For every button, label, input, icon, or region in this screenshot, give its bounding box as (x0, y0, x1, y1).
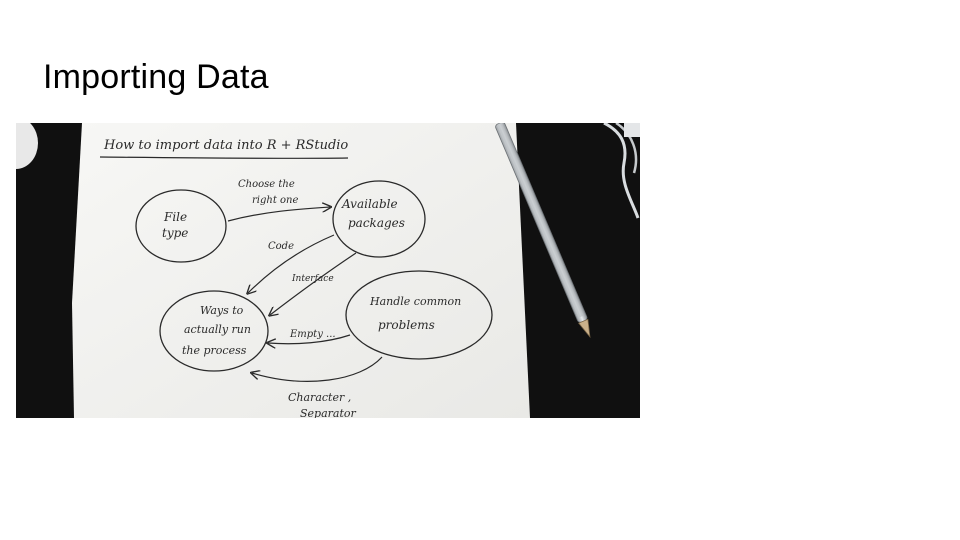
edge-character-line1: Character , (288, 391, 351, 404)
edge-packages-to-ways-interface (270, 252, 357, 315)
cable-plug (624, 123, 640, 137)
edge-interface-label: Interface (291, 274, 334, 284)
node-handle-problems-line1: Handle common (369, 295, 461, 308)
white-object (16, 123, 38, 169)
cable-1 (603, 123, 640, 219)
edge-code-label: Code (268, 241, 294, 252)
node-available-packages: Available packages (332, 180, 426, 258)
diagram-photo: How to import data into R + RStudio File… (16, 123, 640, 418)
edge-problems-to-ways-empty (268, 334, 351, 344)
node-file-type: File type (135, 189, 227, 263)
edge-character-line2: Separator (300, 407, 357, 418)
heading-underline (99, 156, 349, 160)
node-ways-to-run-line3: the process (182, 344, 247, 357)
edge-packages-to-ways-code (248, 234, 335, 293)
edge-empty-label: Empty ... (289, 329, 336, 340)
node-file-type-line1: File (163, 210, 187, 224)
node-handle-problems: Handle common problems (345, 270, 493, 360)
node-available-packages-line2: packages (348, 216, 405, 230)
node-file-type-line2: type (162, 226, 188, 240)
diagram-heading: How to import data into R + RStudio (103, 138, 348, 153)
edge-file-to-packages (227, 207, 330, 222)
ballpoint-pen (495, 123, 591, 339)
edge-problems-to-ways-character (252, 356, 383, 382)
node-ways-to-run-line1: Ways to (200, 304, 244, 317)
edge-choose-line2: right one (252, 195, 298, 206)
node-ways-to-run-line2: actually run (184, 323, 251, 336)
node-ways-to-run: Ways to actually run the process (159, 290, 269, 372)
slide-title: Importing Data (43, 58, 269, 96)
node-available-packages-line1: Available (341, 197, 398, 211)
node-handle-problems-line2: problems (378, 318, 435, 332)
cable-2 (615, 123, 638, 174)
edge-choose-line1: Choose the (238, 179, 295, 190)
paper-sheet (72, 123, 530, 418)
